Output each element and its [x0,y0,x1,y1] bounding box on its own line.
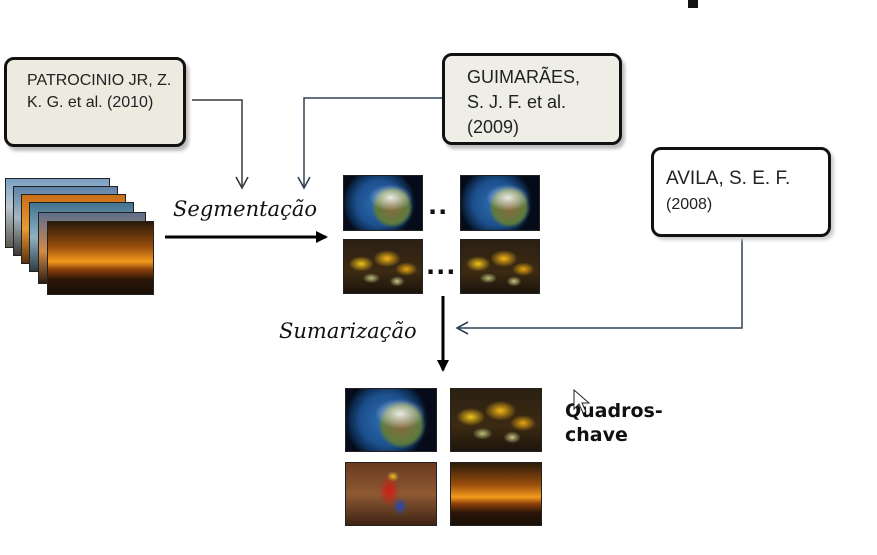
ref2-connector [297,97,442,190]
segmentation-label: Segmentação [173,197,318,221]
shot-thumbnail [460,239,540,294]
ellipsis: ... [426,252,457,280]
shot-thumbnail [343,175,423,231]
reference-text: (2009) [467,116,520,137]
ref3-connector [455,238,743,335]
keyframe-thumbnail [450,388,542,452]
reference-text: S. J. F. et al. [467,91,567,112]
reference-text: GUIMARÃES, [467,67,581,87]
reference-text: K. G. et al. (2010) [27,93,154,111]
reference-box-avila: AVILA, S. E. F. (2008) [651,147,831,237]
keyframe-thumbnail [450,462,542,526]
shot-thumbnail [343,239,423,294]
reference-box-patrocinio: PATROCINIO JR, Z. K. G. et al. (2010) [4,57,186,147]
ellipsis: .. [428,192,449,220]
ref1-connector [192,99,249,190]
reference-text: PATROCINIO JR, Z. [27,72,172,89]
slide-title-fragment [688,0,698,8]
keyframe-thumbnail [345,462,437,526]
keyframe-thumbnail [345,388,437,452]
reference-box-guimaraes: GUIMARÃES, S. J. F. et al. (2009) [442,53,622,145]
video-frame [47,221,154,295]
shot-thumbnail [460,175,540,231]
summarization-label: Sumarização [279,319,417,343]
reference-text: AVILA, S. E. F. [666,168,791,189]
mouse-cursor-icon [573,389,591,414]
keyframes-label: Quadros-chave [565,400,663,446]
reference-text: (2008) [666,195,713,213]
